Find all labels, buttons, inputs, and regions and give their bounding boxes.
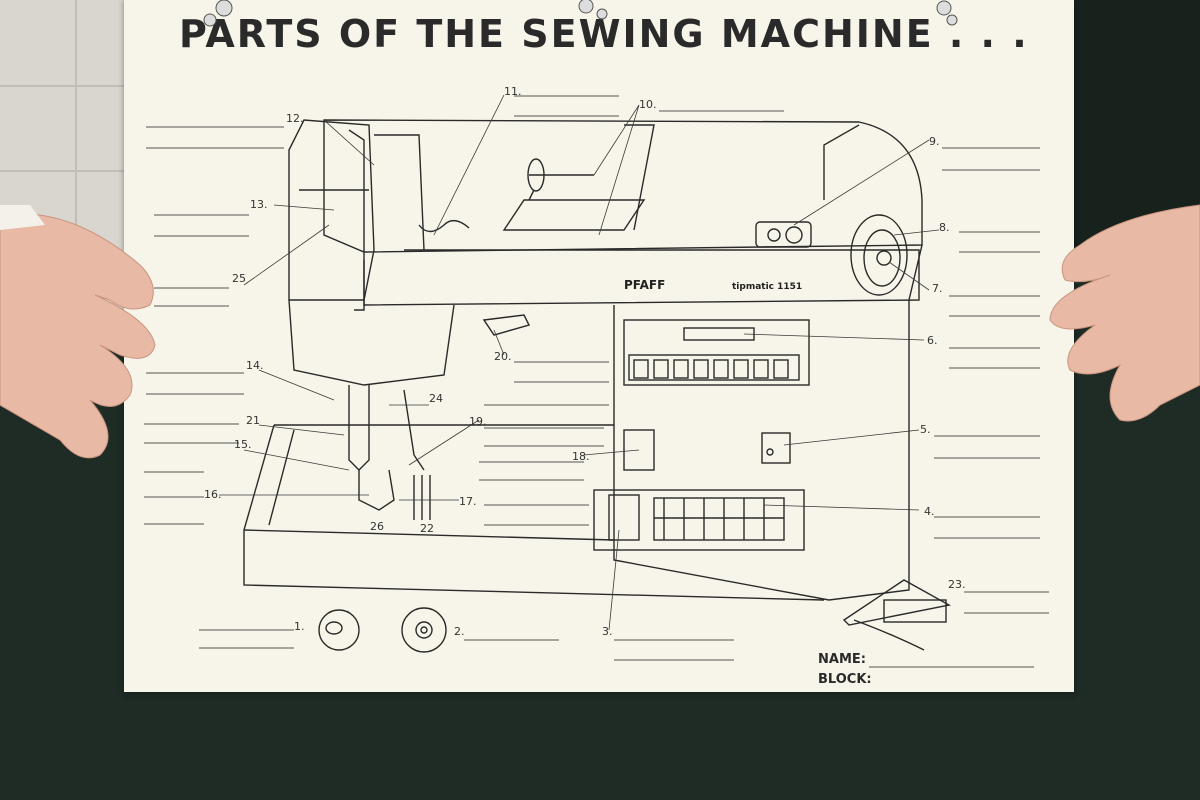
part-number-23: 23. (948, 578, 966, 591)
part-number-15: 15. (234, 438, 252, 451)
part-number-19: 19. (469, 415, 487, 428)
part-number-16: 16. (204, 488, 222, 501)
part-number-17: 17. (459, 495, 477, 508)
part-number-21: 21 (246, 414, 260, 427)
part-number-1: 1. (294, 620, 305, 633)
machine-model-label: tipmatic 1151 (732, 282, 802, 292)
pushpin-icon-left (203, 0, 233, 27)
sewing-machine-diagram: PFAFF tipmatic 1151 1. 2. 3. 4. 5. 6. 7.… (144, 0, 1049, 668)
part-number-11: 11. (504, 85, 522, 98)
worksheet-paper: PARTS OF THE SEWING MACHINE . . . (124, 0, 1074, 692)
part-number-13: 13. (250, 198, 268, 211)
pushpin-icon-center (578, 0, 608, 20)
part-number-22: 22 (420, 522, 434, 535)
part-number-25: 25 (232, 272, 246, 285)
part-number-8: 8. (939, 221, 950, 234)
part-number-9: 9. (929, 135, 940, 148)
part-number-24: 24 (429, 392, 443, 405)
part-number-18: 18. (572, 450, 590, 463)
part-number-4: 4. (924, 505, 935, 518)
part-number-7: 7. (932, 282, 943, 295)
part-number-20: 20. (494, 350, 512, 363)
machine-brand-label: PFAFF (624, 278, 665, 292)
leader-lines (219, 94, 940, 631)
answer-blanks (144, 95, 1049, 668)
name-field-label: NAME: (818, 652, 866, 667)
part-number-5: 5. (920, 423, 931, 436)
pushpin-icon-right (936, 0, 958, 26)
part-number-6: 6. (927, 334, 938, 347)
part-number-10: 10. (639, 98, 657, 111)
machine-outline (243, 119, 952, 653)
block-field-label: BLOCK: (818, 672, 872, 687)
part-number-12: 12. (286, 112, 304, 125)
right-hand (1049, 204, 1200, 422)
part-number-3: 3. (602, 625, 613, 638)
part-number-26: 26 (370, 520, 384, 533)
part-number-2: 2. (454, 625, 465, 638)
left-hand (0, 205, 156, 459)
part-number-14: 14. (246, 359, 264, 372)
